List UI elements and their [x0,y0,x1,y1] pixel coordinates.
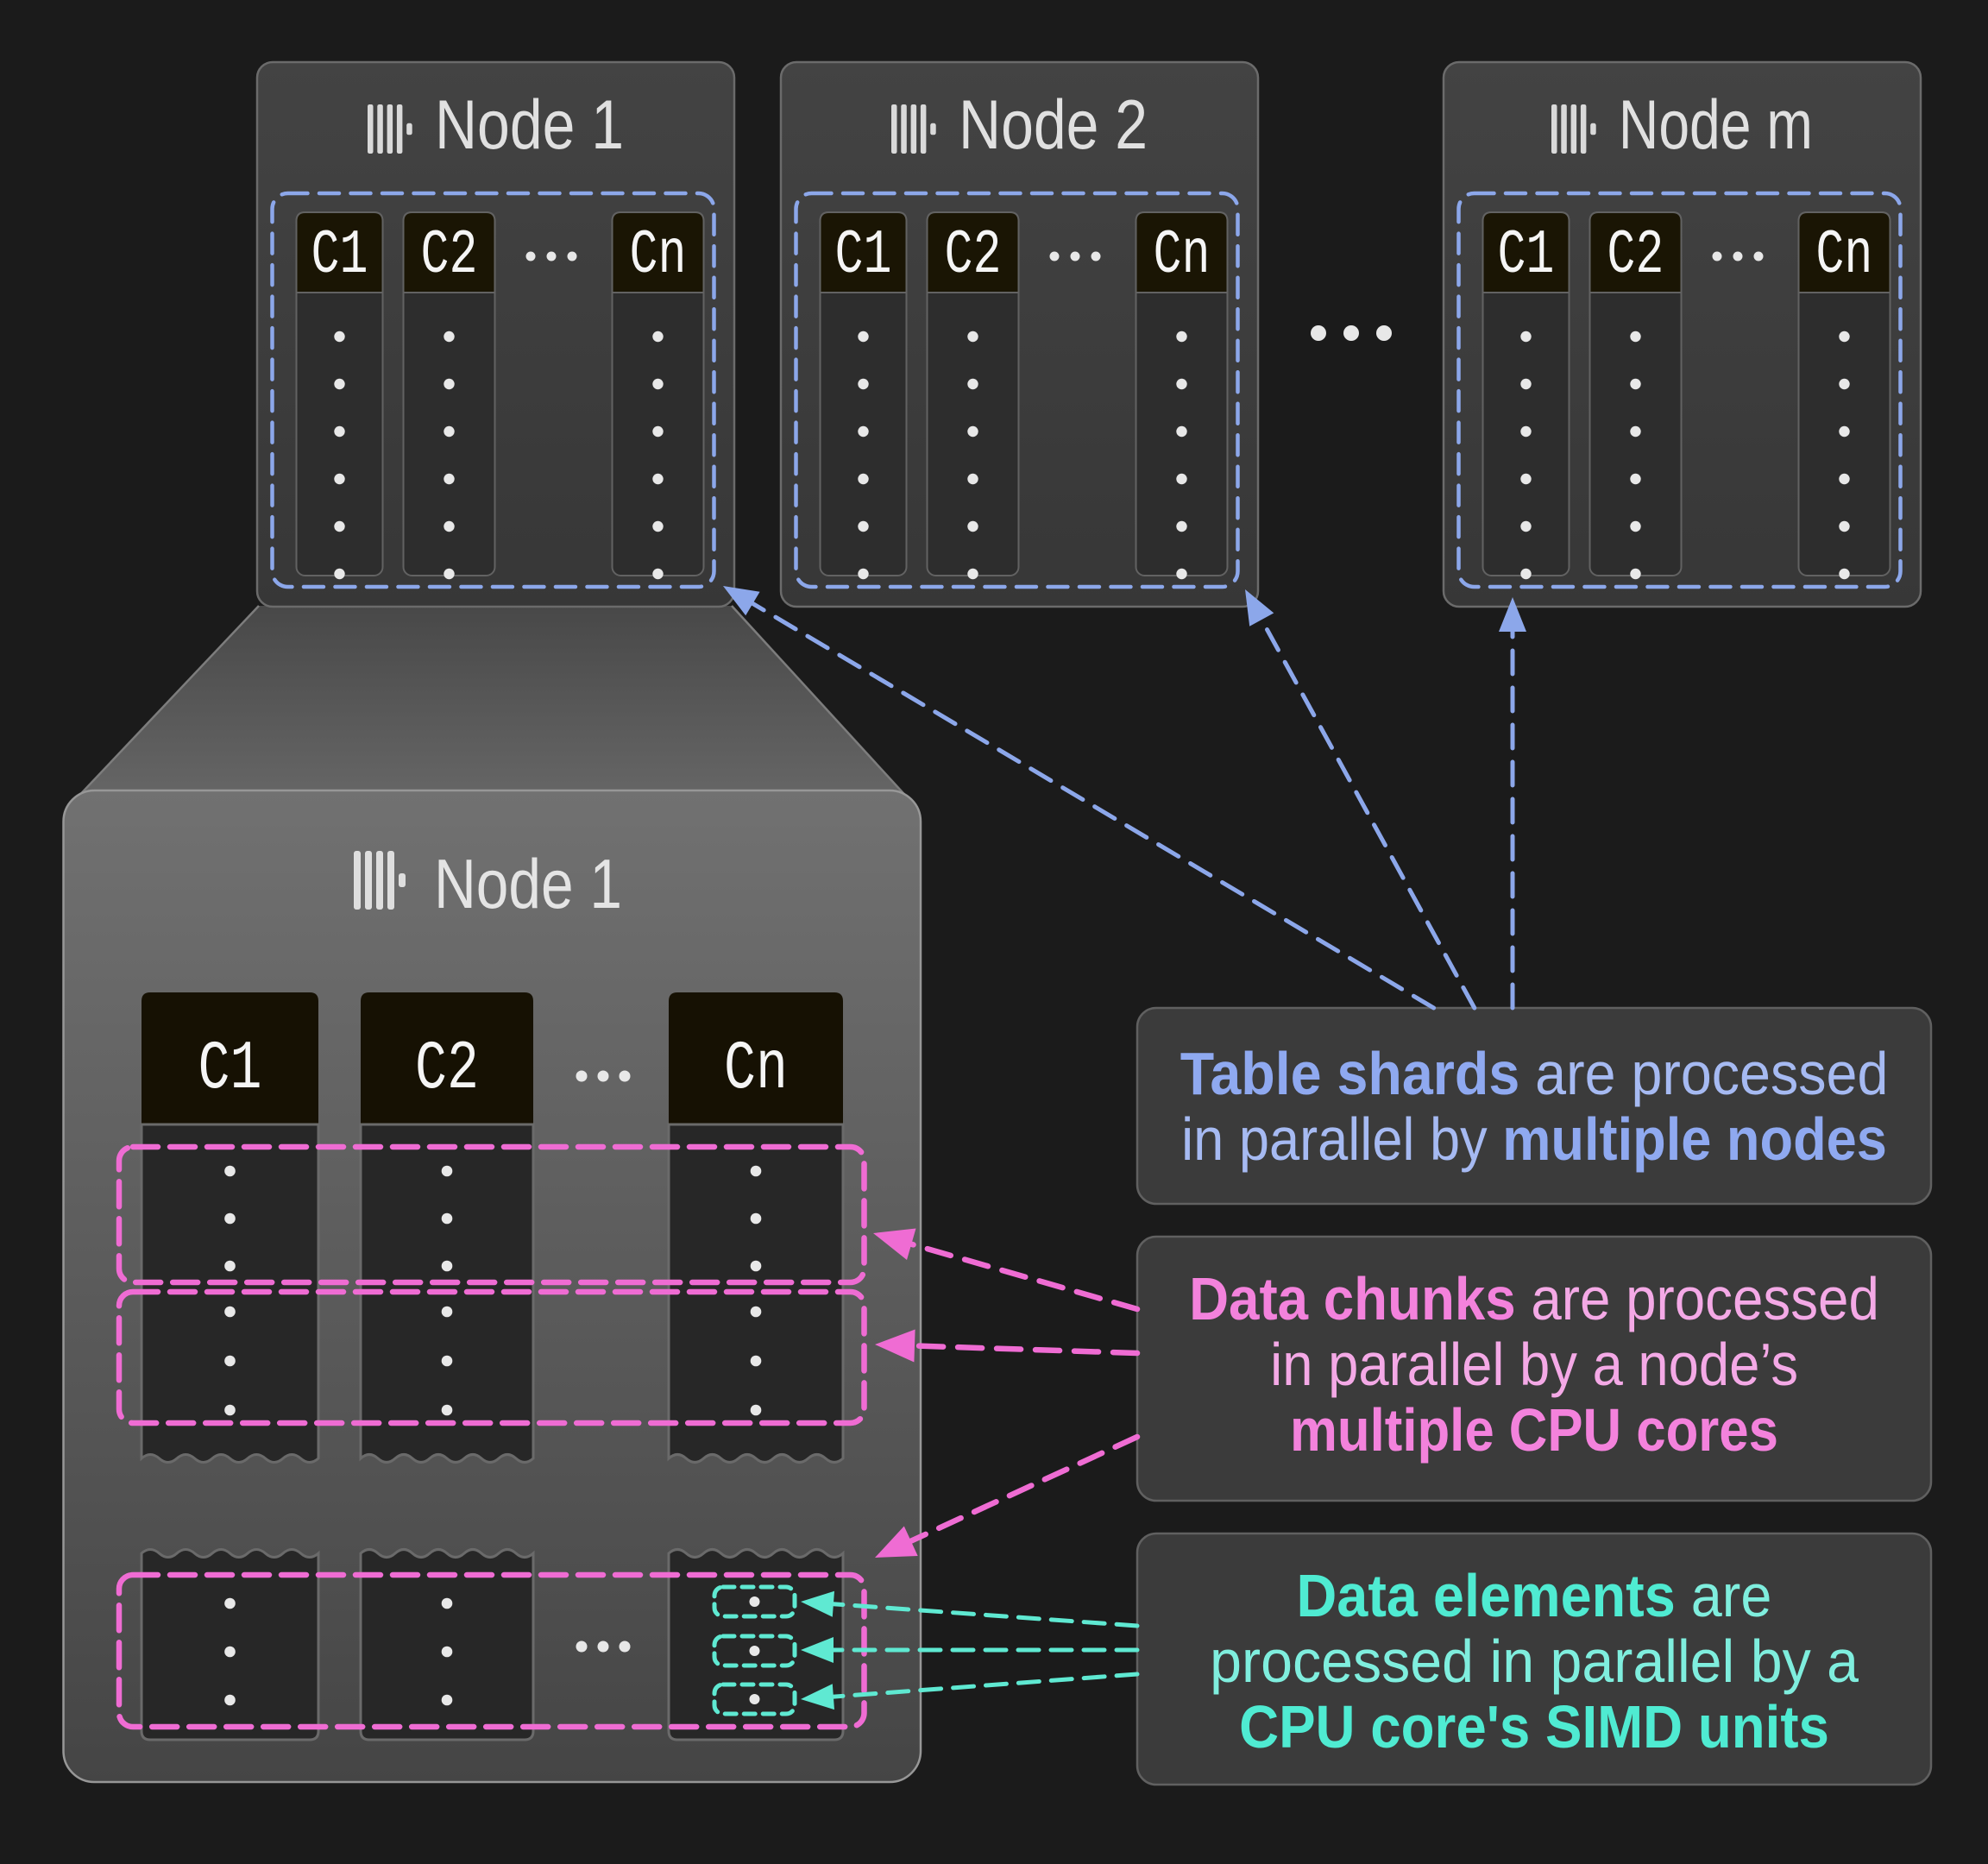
svg-text:Cn: Cn [1815,222,1872,292]
svg-text:in parallel by a node’s: in parallel by a node’s [1270,1332,1798,1399]
svg-text:Node m: Node m [1619,86,1813,164]
svg-text:multiple CPU cores: multiple CPU cores [1290,1395,1778,1463]
svg-text:Table shards are processed: Table shards are processed [1180,1041,1889,1108]
svg-text:Data elements are: Data elements are [1297,1563,1772,1630]
svg-text:C1: C1 [834,222,891,292]
svg-text:C1: C1 [1497,222,1554,292]
svg-text:Node 2: Node 2 [959,85,1148,163]
svg-text:Node 1: Node 1 [435,85,624,163]
svg-text:Cn: Cn [629,222,686,292]
svg-text:C1: C1 [198,1031,262,1109]
svg-text:C2: C2 [944,222,1001,292]
svg-text:C2: C2 [1607,222,1664,292]
svg-text:Cn: Cn [724,1031,788,1109]
svg-text:in parallel by multiple nodes: in parallel by multiple nodes [1181,1106,1887,1174]
svg-text:Data chunks are processed: Data chunks are processed [1189,1265,1879,1332]
svg-text:C1: C1 [311,222,368,292]
svg-text:Node 1: Node 1 [434,844,622,923]
svg-text:C2: C2 [420,222,477,292]
svg-text:processed in parallel by a: processed in parallel by a [1210,1628,1859,1695]
svg-text:C2: C2 [415,1031,479,1109]
svg-text:CPU core's SIMD units: CPU core's SIMD units [1239,1693,1829,1760]
svg-text:Cn: Cn [1153,222,1210,292]
